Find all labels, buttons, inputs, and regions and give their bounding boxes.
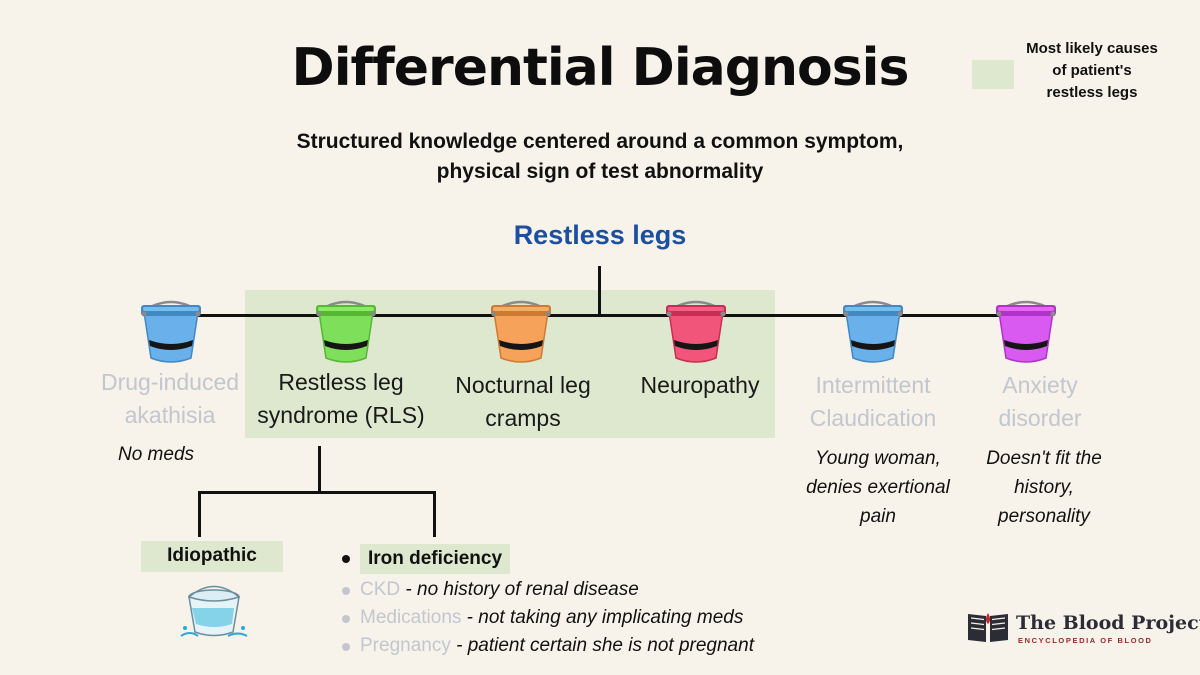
cause-detail: - no history of renal disease <box>400 579 639 600</box>
idiopathic-box: Idiopathic <box>141 541 283 572</box>
cause-anxiety-disorder: Anxiety disorder <box>962 369 1118 435</box>
cause-name: Pregnancy <box>360 635 451 656</box>
bucket-icon <box>316 300 376 363</box>
bullet-icon <box>342 615 350 623</box>
cause-label-line-2: cramps <box>485 405 561 431</box>
cause-drug-induced-akathisia: Drug-induced akathisia <box>62 366 278 432</box>
cause-label-line-1: Neuropathy <box>640 372 760 398</box>
cause-label-line-2: akathisia <box>124 402 216 428</box>
bucket-icon <box>843 300 903 363</box>
cause-label-line-1: Anxiety <box>1002 372 1078 398</box>
note-line: pain <box>860 506 896 527</box>
cause-name: Medications <box>360 607 462 628</box>
list-item-pregnancy: Pregnancy - patient certain she is not p… <box>340 632 754 660</box>
cause-intermittent-claudication: Intermittent Claudication <box>782 369 964 435</box>
cause-label-line-1: Restless leg <box>278 369 404 395</box>
rls-branch-connector <box>198 491 436 494</box>
legend-swatch <box>972 60 1014 89</box>
subtitle-line-1: Structured knowledge centered around a c… <box>296 130 904 153</box>
note-intermittent-claudication: Young woman, denies exertional pain <box>790 444 966 531</box>
root-connector <box>598 266 601 316</box>
list-item-medications: Medications - not taking any implicating… <box>340 604 754 632</box>
list-item-ckd: CKD - no history of renal disease <box>340 576 754 604</box>
brand-tagline: ENCYCLOPEDIA OF BLOOD <box>1018 636 1153 645</box>
note-line: No meds <box>117 444 195 465</box>
cause-label-line-1: Nocturnal leg <box>455 372 591 398</box>
idiopathic-connector <box>198 491 201 537</box>
bullet-icon <box>342 587 350 595</box>
subtitle: Structured knowledge centered around a c… <box>200 127 1000 187</box>
legend-label-line-1: Most likely causes <box>1026 40 1158 57</box>
cause-nocturnal-leg-cramps: Nocturnal leg cramps <box>428 369 618 435</box>
note-line: history, <box>1014 477 1074 498</box>
bucket-icon <box>141 300 201 363</box>
bullet-icon <box>342 555 350 563</box>
brand-logo: The Blood Project ENCYCLOPEDIA OF BLOOD <box>966 608 1200 648</box>
note-line: denies exertional <box>806 477 950 498</box>
brand-name: The Blood Project <box>1016 612 1200 634</box>
cause-detail: - patient certain she is not pregnant <box>450 635 754 656</box>
bucket-icon <box>666 300 726 363</box>
cause-label-line-1: Drug-induced <box>100 369 240 395</box>
root-symptom: Restless legs <box>513 220 687 250</box>
cause-label-line-2: syndrome (RLS) <box>257 402 425 428</box>
bucket-icon <box>491 300 551 363</box>
cause-label-line-2: Claudication <box>809 405 937 431</box>
bullet-icon <box>342 643 350 651</box>
cause-label-line-1: Intermittent <box>815 372 931 398</box>
book-icon <box>968 613 1008 642</box>
note-anxiety-disorder: Doesn't fit the history, personality <box>968 444 1120 531</box>
water-bucket-icon <box>180 585 248 637</box>
page-title: Differential Diagnosis <box>291 38 910 98</box>
note-line: personality <box>998 506 1090 527</box>
cause-restless-leg-syndrome: Restless leg syndrome (RLS) <box>236 366 446 432</box>
legend-label: Most likely causes of patient's restless… <box>1022 38 1162 104</box>
subtitle-line-2: physical sign of test abnormality <box>436 160 764 183</box>
cause-name: CKD <box>360 579 401 600</box>
legend-label-line-3: restless legs <box>1046 84 1138 101</box>
iron-deficiency-causes-list: CKD - no history of renal disease Medica… <box>340 576 754 660</box>
causes-connector <box>170 314 1030 317</box>
cause-label-line-2: disorder <box>998 405 1082 431</box>
note-drug-induced-akathisia: No meds <box>76 440 236 469</box>
note-line: Doesn't fit the <box>986 448 1102 469</box>
legend-label-line-2: of patient's <box>1052 62 1132 79</box>
cause-detail: - not taking any implicating meds <box>461 607 744 628</box>
cause-neuropathy: Neuropathy <box>612 369 788 402</box>
note-line: Young woman, <box>815 448 941 469</box>
iron-deficiency-box: Iron deficiency <box>360 544 510 574</box>
iron-connector <box>433 491 436 537</box>
rls-connector <box>318 446 321 492</box>
bucket-icon <box>996 300 1056 363</box>
